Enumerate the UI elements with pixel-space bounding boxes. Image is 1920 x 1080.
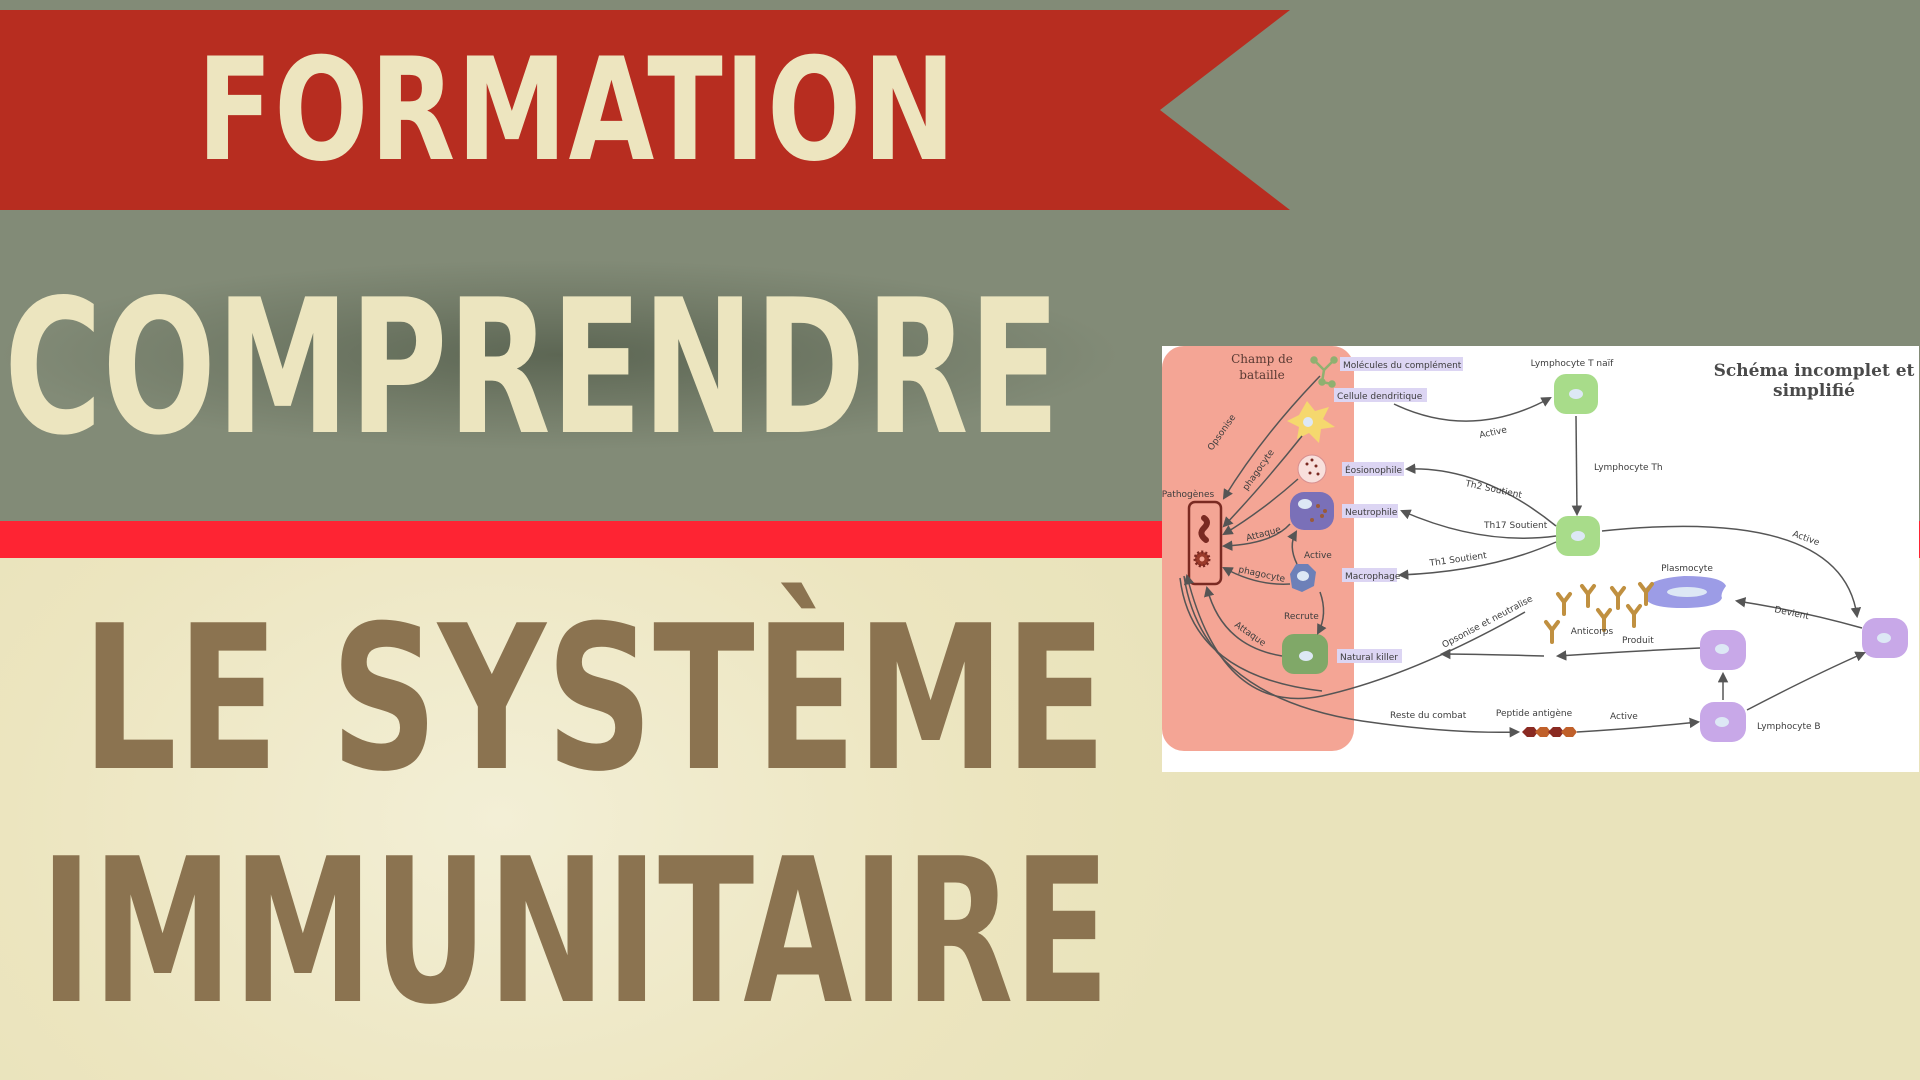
arrow-label: Opsonise et neutralise	[1441, 594, 1535, 651]
plasmocyte-label: Plasmocyte	[1661, 564, 1713, 574]
antibodies-icon	[1556, 582, 1654, 632]
subtitle-shadow	[0, 250, 1140, 460]
neutrophil-icon	[1290, 492, 1334, 530]
title-line-1: LE SYSTÈME	[82, 583, 1107, 816]
dendritic-label: Cellule dendritique	[1337, 392, 1423, 402]
arrow-label: Active	[1304, 551, 1332, 561]
arrow-label: Th2 Soutient	[1463, 479, 1523, 501]
battlefield-title-2: bataille	[1239, 368, 1284, 382]
arrow-label: Devient	[1773, 605, 1810, 622]
eosinophil-icon	[1297, 454, 1327, 484]
battlefield-title: Champ de	[1231, 352, 1293, 366]
pathogens-box	[1187, 500, 1223, 586]
diagram-title: Schéma incomplet et	[1714, 361, 1915, 381]
neutrophil-label: Neutrophile	[1345, 508, 1398, 518]
arrow-label: Produit	[1622, 636, 1654, 646]
banner-label: FORMATION	[197, 28, 958, 193]
natural-killer-label: Natural killer	[1340, 653, 1398, 663]
peptide-antigen-icon	[1522, 727, 1577, 737]
diagram-title-2: simplifié	[1773, 381, 1855, 401]
arrow-label: Active	[1791, 529, 1821, 548]
pathogens-label: Pathogènes	[1162, 489, 1215, 500]
th-label: Lymphocyte Th	[1594, 463, 1663, 473]
complement-molecule-icon	[1310, 356, 1338, 388]
arrow-label: Active	[1479, 425, 1509, 441]
antibodies-label: Anticorps	[1571, 627, 1614, 637]
immune-system-diagram: Champ de bataille Pathogènes Molécules d…	[1162, 346, 1919, 772]
title-line-2: IMMUNITAIRE	[40, 816, 1110, 1049]
b-cell-label: Lymphocyte B	[1757, 722, 1821, 732]
formation-ribbon-banner	[0, 10, 1290, 210]
antibody-icon	[1544, 620, 1560, 644]
arrow-label: Recrute	[1284, 612, 1319, 622]
bacteria-icon	[1198, 515, 1210, 543]
complement-label: Molécules du complément	[1343, 360, 1462, 371]
arrow-label: Active	[1610, 712, 1638, 722]
eosinophil-label: Éosionophile	[1345, 464, 1403, 476]
t-naive-label: Lymphocyte T naïf	[1531, 359, 1614, 369]
peptide-label: Peptide antigène	[1496, 708, 1573, 719]
arrow-label: Reste du combat	[1390, 711, 1467, 721]
arrow-label: Th17 Soutient	[1483, 521, 1548, 531]
macrophage-label: Macrophage	[1345, 572, 1401, 582]
subtitle: COMPRENDRE	[4, 259, 1061, 476]
